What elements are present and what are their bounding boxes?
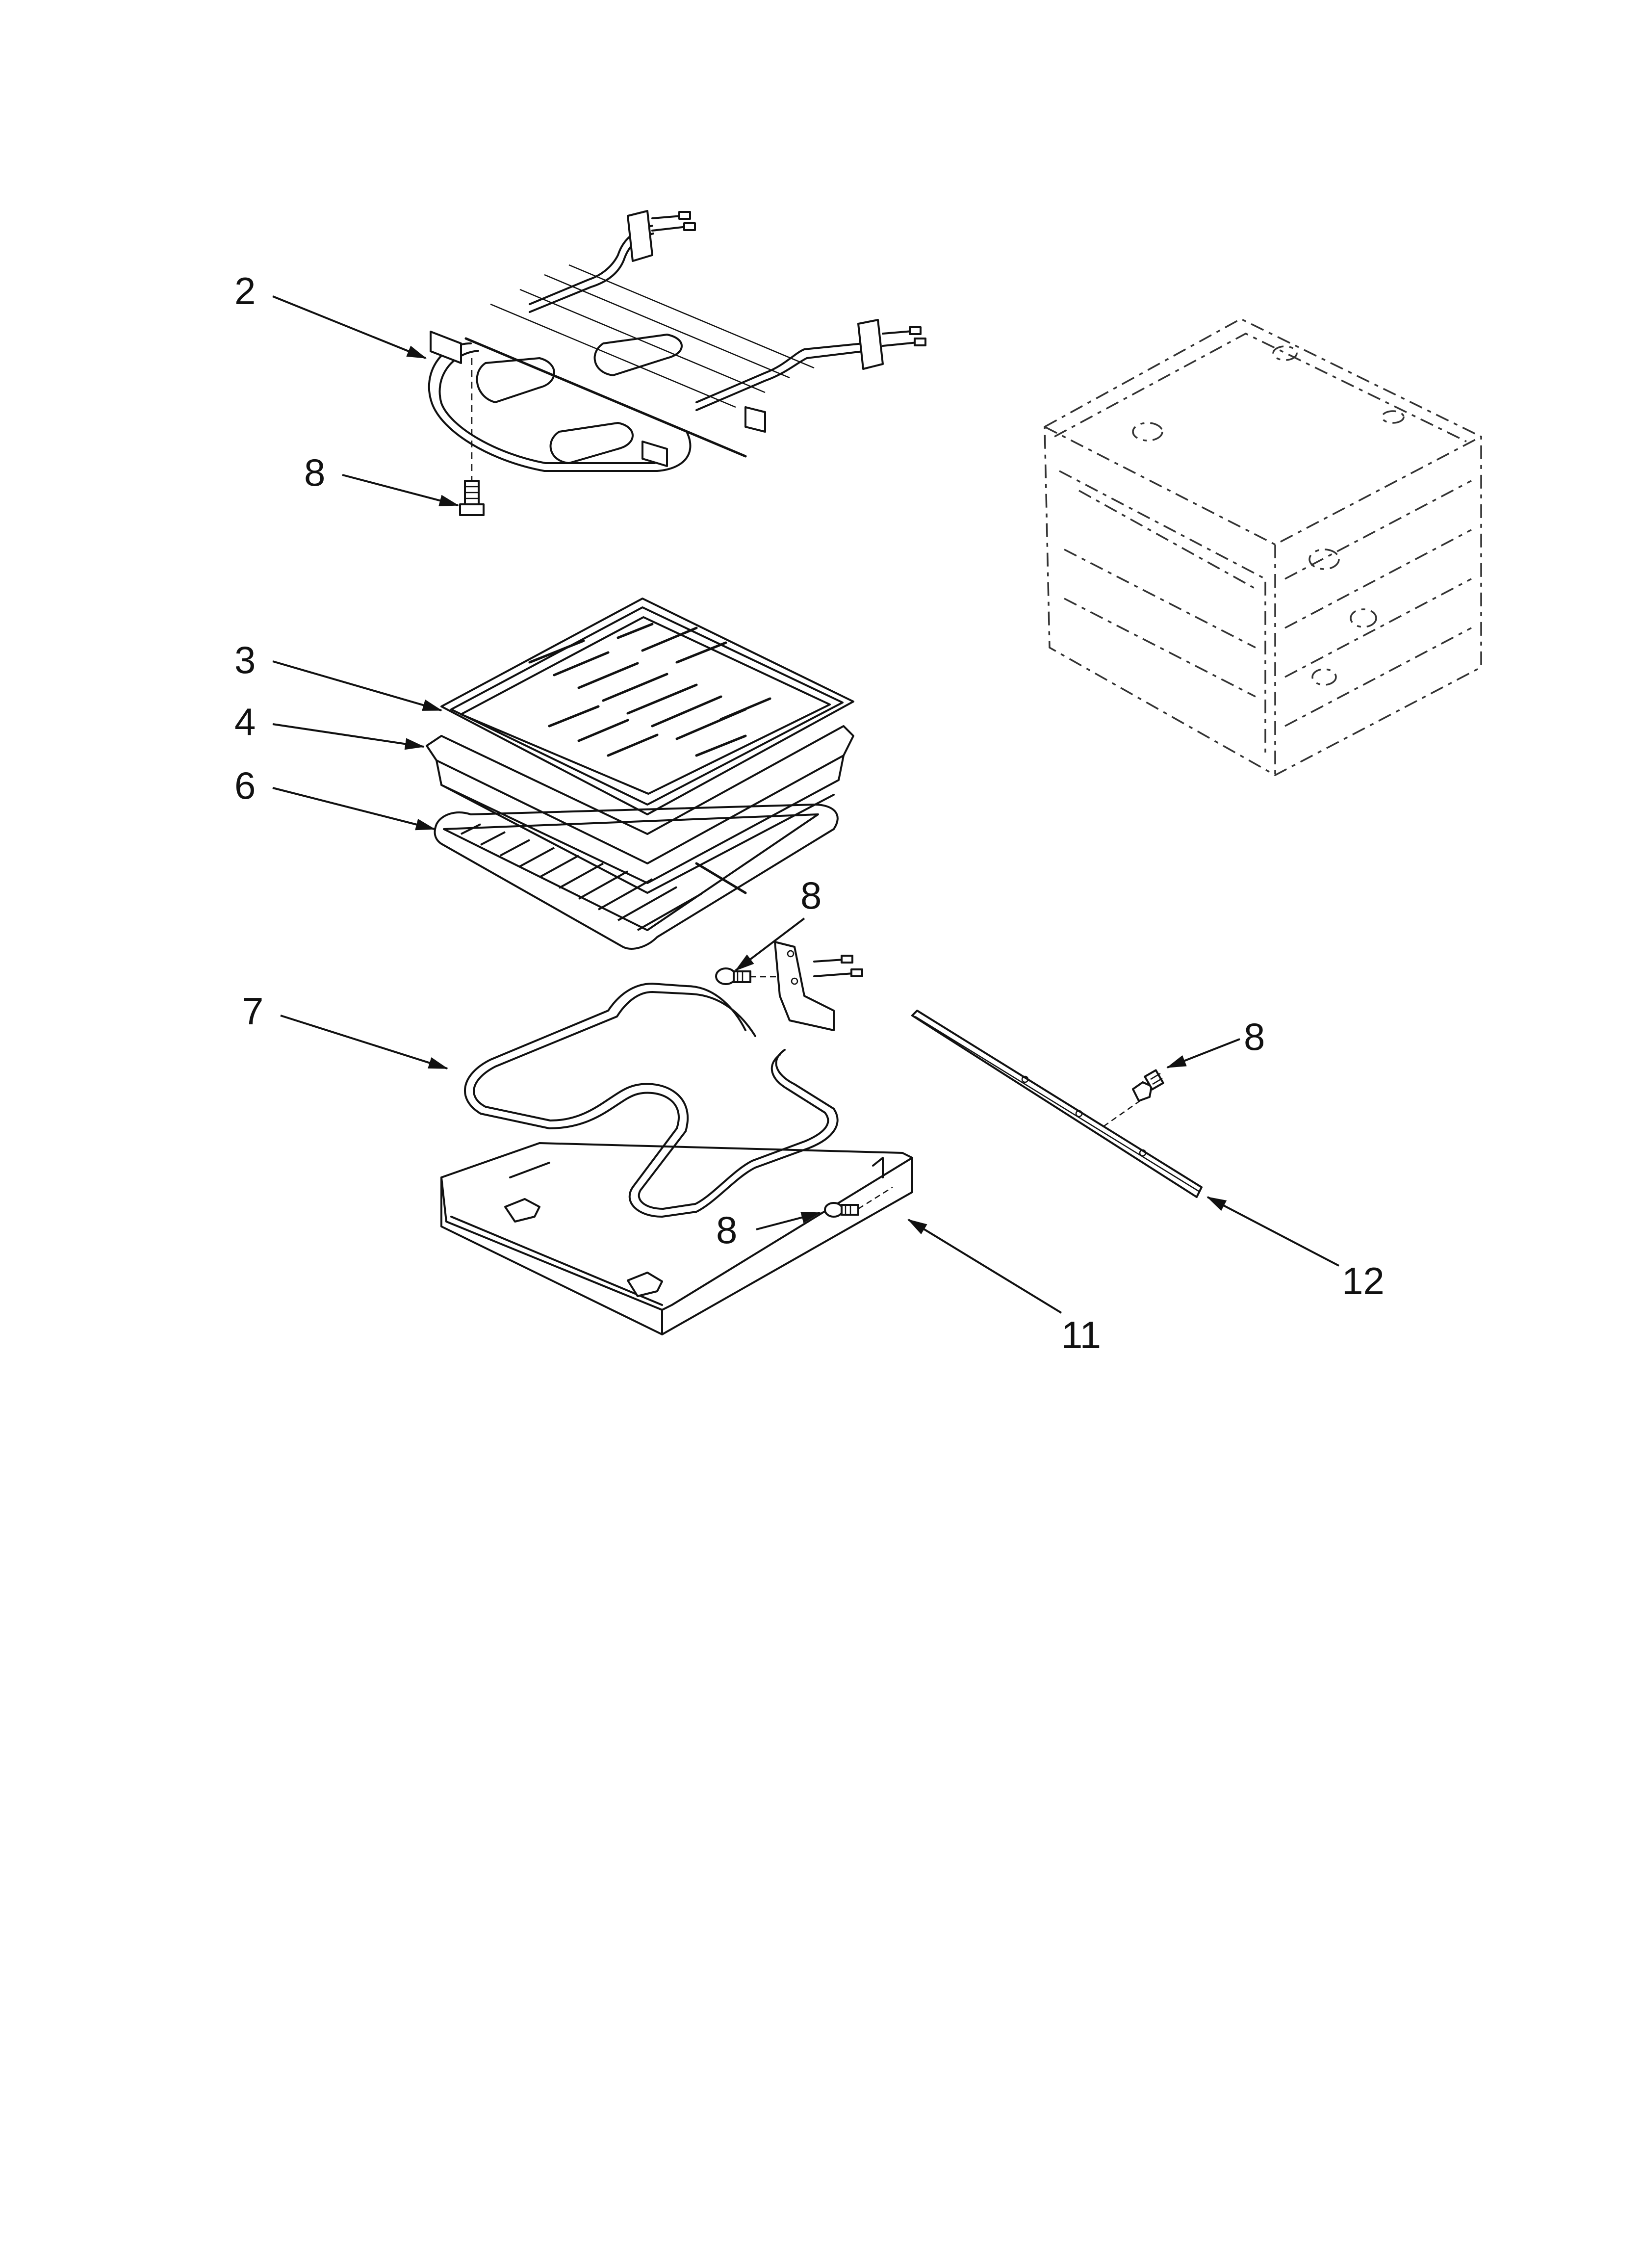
callout-8-right: 8: [1244, 1015, 1265, 1058]
leader-8-right: [1166, 1038, 1240, 1069]
leader-12: [1206, 1196, 1339, 1267]
leader-8-bottom: [756, 1212, 821, 1230]
callout-2: 2: [234, 269, 256, 313]
callout-6: 6: [234, 764, 256, 807]
callout-7: 7: [242, 990, 263, 1033]
screw-icon: [459, 480, 485, 516]
callout-labels: 2 8 3 4 6 8 7 8 8 12 11: [234, 269, 1385, 1356]
leader-8-top: [342, 474, 459, 506]
broiler-grid: [440, 598, 854, 815]
callout-12: 12: [1342, 1259, 1385, 1303]
oven-cavity-outline: [1044, 318, 1482, 776]
callout-8-mid: 8: [800, 874, 821, 917]
trim-strip: [911, 1010, 1203, 1198]
callout-11: 11: [1061, 1313, 1101, 1356]
leader-6: [272, 787, 436, 831]
broiler-pan: [426, 725, 854, 894]
screw-icon: [1132, 1069, 1164, 1102]
bake-element: [463, 941, 863, 1218]
oven-rack: [434, 804, 839, 950]
broil-element: [428, 210, 926, 481]
leader-11: [907, 1219, 1062, 1314]
screw-icon: [715, 967, 790, 985]
callout-4: 4: [234, 700, 256, 743]
leader-4: [272, 723, 425, 750]
callout-8-top: 8: [304, 451, 325, 494]
bottom-panel: [440, 1142, 913, 1335]
callout-8-bottom: 8: [716, 1208, 737, 1251]
leader-lines: [272, 295, 1339, 1314]
screw-icon: [824, 1186, 893, 1218]
leader-3: [272, 660, 442, 711]
leader-7: [280, 1015, 448, 1069]
callout-3: 3: [234, 638, 256, 681]
leader-8-mid: [735, 917, 805, 971]
leader-2: [272, 295, 427, 359]
